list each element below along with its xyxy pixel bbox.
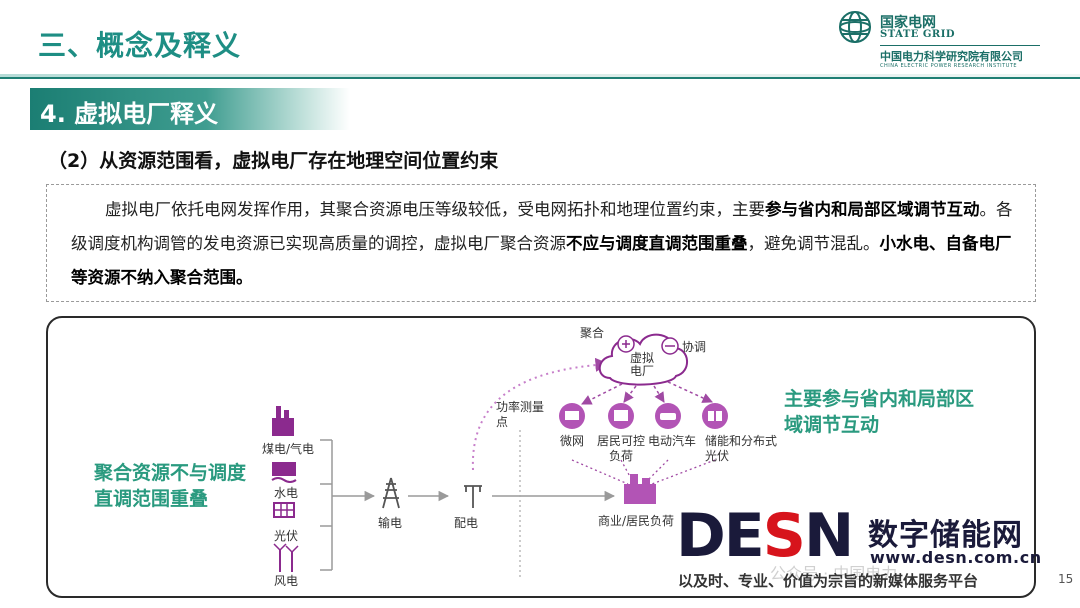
desn-logo: DESN [676, 506, 854, 566]
resource-label-controllable-load: 居民可控负荷 [597, 434, 646, 463]
vpp-cloud-label: 虚拟电厂 [629, 351, 654, 378]
measurement-point-label: 功率测量点 [496, 400, 545, 429]
watermark-url: www.desn.com.cn [870, 548, 1042, 567]
paragraph-text: 虚拟电厂依托电网发挥作用，其聚合资源电压等级较低，受电网拓扑和地理位置约束，主要… [71, 193, 1015, 295]
distribution-label: 配电 [454, 516, 479, 530]
controllable-load-icon [608, 403, 634, 429]
watermark-site-name: 数字储能网 [868, 518, 1023, 553]
paragraph-seg-1: 虚拟电厂依托电网发挥作用，其聚合资源电压等级较低，受电网拓扑和地理位置约束，主要 [105, 200, 765, 219]
subheading: （2）从资源范围看，虚拟电厂存在地理空间位置约束 [48, 150, 499, 172]
paragraph-box: 虚拟电厂依托电网发挥作用，其聚合资源电压等级较低，受电网拓扑和地理位置约束，主要… [46, 184, 1036, 302]
page-number: 15 [1058, 572, 1074, 586]
header-rule-dark [0, 77, 1080, 79]
watermark-faint-text: 公众号 · 中国电力 [770, 564, 898, 583]
coal-gas-plant-icon [272, 406, 294, 436]
source-label-wind: 风电 [274, 574, 299, 588]
logo-institute-en: CHINA ELECTRIC POWER RESEARCH INSTITUTE [880, 63, 1018, 69]
hydro-plant-icon [271, 462, 297, 483]
section-banner: 4. 虚拟电厂释义 [30, 88, 350, 130]
right-caption: 主要参与省内和局部区域调节互动 [784, 388, 975, 436]
microgrid-icon [559, 403, 585, 429]
section-title: 4. 虚拟电厂释义 [40, 100, 219, 128]
paragraph-seg-5: ，避免调节混乱。 [747, 234, 880, 253]
source-label-solar: 光伏 [274, 529, 299, 543]
state-grid-globe-icon [839, 11, 871, 43]
logo-institute-cn: 中国电力科学研究院有限公司 [880, 50, 1023, 63]
diagram-frame [46, 316, 1036, 598]
page-title: 三、概念及释义 [38, 29, 242, 62]
storage-pv-icon [702, 403, 728, 429]
paragraph-bold-3: 小水电、自备电厂等资源不纳入聚合范围。 [71, 234, 1012, 287]
aggregate-label: 聚合 [580, 326, 605, 340]
paragraph-seg-3: 。各级调度机构调管的发电资源已实现高质量的调控，虚拟电厂聚合资源 [71, 200, 1013, 253]
resource-label-ev: 电动汽车 [648, 434, 697, 448]
state-grid-logo: 国家电网 STATE GRID 中国电力科学研究院有限公司 CHINA ELEC… [838, 8, 1068, 70]
resource-label-storage-pv: 储能和分布式光伏 [705, 434, 778, 463]
paragraph-bold-1: 参与省内和局部区域调节互动 [765, 200, 980, 219]
watermark-slogan: 以及时、专业、价值为宗旨的新媒体服务平台 [678, 572, 979, 590]
solar-panel-icon [273, 502, 295, 518]
left-caption: 聚合资源不与调度直调范围重叠 [94, 462, 247, 510]
electric-vehicle-icon [655, 403, 681, 429]
paragraph-bold-2: 不应与调度直调范围重叠 [566, 234, 748, 253]
logo-name-en: STATE GRID [880, 29, 956, 40]
desn-logo-letter-n: N [804, 501, 854, 571]
coordinate-label: 协调 [682, 340, 707, 354]
transmission-label: 输电 [378, 516, 403, 530]
resource-label-microgrid: 微网 [560, 434, 585, 448]
source-label-hydro: 水电 [274, 486, 299, 500]
header-rule-light [0, 74, 1080, 77]
distribution-pole-icon [464, 485, 482, 508]
source-label-coal-gas: 煤电/气电 [262, 442, 315, 456]
wind-turbine-icon [273, 543, 299, 572]
commercial-residential-load-icon [624, 474, 656, 504]
load-label: 商业/居民负荷 [598, 514, 675, 528]
desn-logo-letter-s: S [762, 501, 806, 571]
logo-divider [880, 45, 1040, 46]
desn-logo-letters-1: DE [676, 501, 765, 571]
transmission-tower-icon [382, 477, 400, 509]
logo-name-cn: 国家电网 [880, 15, 936, 31]
